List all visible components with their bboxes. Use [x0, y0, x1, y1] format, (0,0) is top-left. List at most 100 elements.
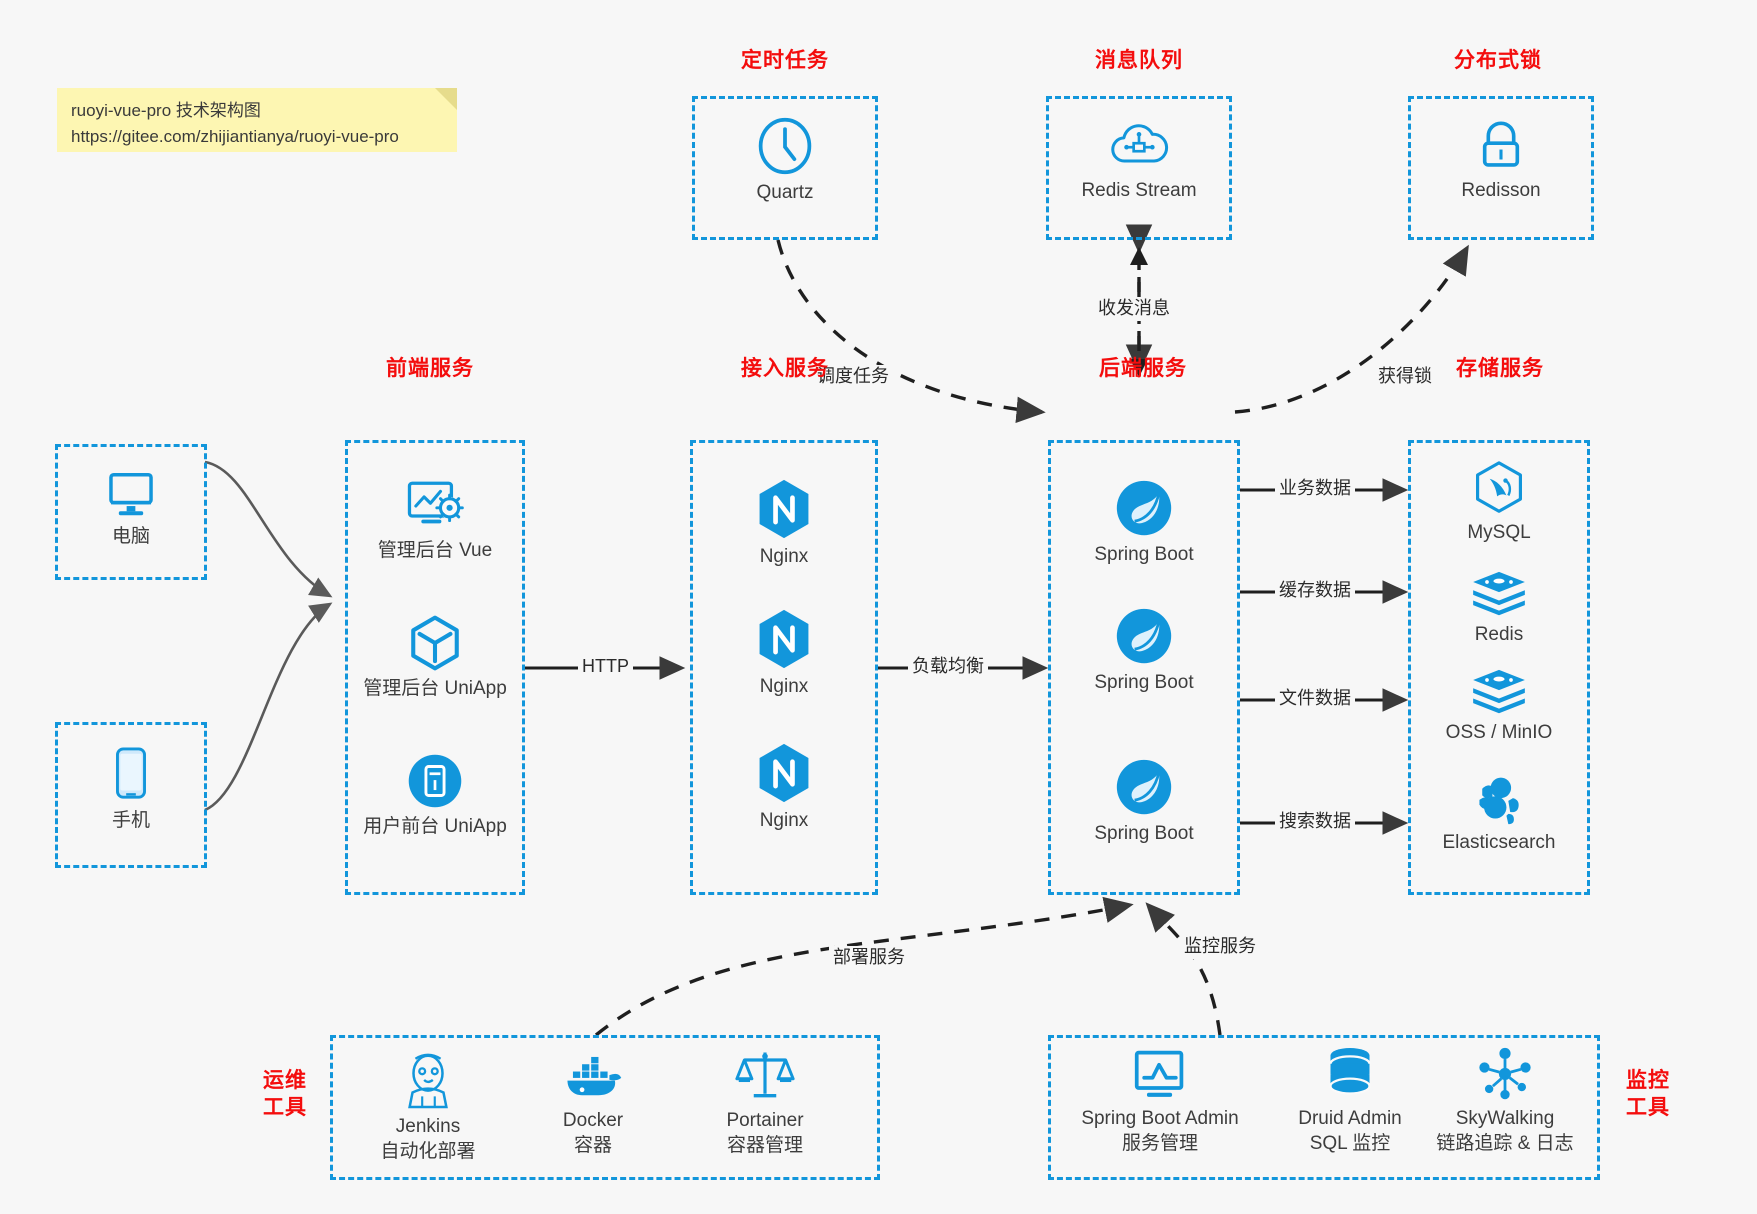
- mobile-app-icon: [408, 754, 462, 808]
- group-title-scheduled-task: 定时任务: [741, 49, 829, 72]
- database-icon: [1329, 1048, 1371, 1095]
- node-nginx-1[interactable]: Nginx: [690, 478, 878, 570]
- node-label: Docker: [562, 1110, 624, 1131]
- edge-label-lock: 获得锁: [1374, 365, 1436, 389]
- group-box-message-queue: [1046, 96, 1232, 240]
- node-label: 用户前台 UniApp: [363, 816, 507, 837]
- group-box-distributed-lock: [1408, 96, 1594, 240]
- node-oss-minio[interactable]: OSS / MinIO: [1408, 668, 1590, 746]
- node-label: Redisson: [1461, 180, 1541, 201]
- node-label: Redis Stream: [1081, 180, 1197, 201]
- nginx-icon: [759, 609, 809, 669]
- group-title-monitor-tools: 监控 工具: [1613, 1068, 1683, 1122]
- group-box-client-desktop: [55, 444, 207, 580]
- monitor-title-line2: 工具: [1626, 1095, 1670, 1119]
- group-box-frontend: [345, 440, 525, 895]
- edge-label-balance: 负载均衡: [908, 655, 988, 679]
- node-spring-boot-1[interactable]: Spring Boot: [1048, 478, 1240, 568]
- node-spring-boot-2[interactable]: Spring Boot: [1048, 606, 1240, 696]
- node-mysql[interactable]: MySQL: [1408, 460, 1590, 546]
- node-desktop[interactable]: 电脑: [55, 466, 207, 550]
- edge-label-cache-data: 缓存数据: [1275, 579, 1355, 603]
- ops-title-line1: 运维: [263, 1069, 307, 1092]
- node-portainer[interactable]: Portainer 容器管理: [680, 1046, 850, 1158]
- node-redis[interactable]: Redis: [1408, 570, 1590, 648]
- jenkins-icon: [408, 1053, 448, 1109]
- clock-icon: [758, 117, 812, 175]
- node-label: Elasticsearch: [1442, 832, 1556, 853]
- node-redisson[interactable]: Redisson: [1408, 116, 1594, 204]
- node-sublabel: SQL 监控: [1309, 1132, 1391, 1154]
- ops-title-line2: 工具: [263, 1095, 307, 1119]
- edge-label-search-data: 搜索数据: [1275, 810, 1355, 834]
- node-docker[interactable]: Docker 容器: [513, 1050, 673, 1158]
- note-title: ruoyi-vue-pro 技术架构图: [71, 101, 261, 120]
- node-quartz[interactable]: Quartz: [692, 116, 878, 206]
- node-elasticsearch[interactable]: Elasticsearch: [1408, 772, 1590, 856]
- group-box-gateway: [690, 440, 878, 895]
- node-label: Nginx: [759, 810, 809, 831]
- node-admin-uniapp[interactable]: 管理后台 UniApp: [345, 614, 525, 702]
- group-title-distributed-lock: 分布式锁: [1454, 49, 1542, 72]
- node-label: Spring Boot: [1094, 823, 1194, 844]
- oss-icon: [1473, 669, 1525, 714]
- node-skywalking[interactable]: SkyWalking 链路追踪 & 日志: [1415, 1046, 1595, 1156]
- node-label: 电脑: [111, 526, 150, 547]
- node-label: Quartz: [756, 182, 814, 203]
- cube-icon: [411, 615, 459, 671]
- group-box-monitor-tools: [1048, 1035, 1600, 1180]
- node-jenkins[interactable]: Jenkins 自动化部署: [348, 1048, 508, 1164]
- node-label: Portainer: [726, 1110, 804, 1131]
- node-label: 手机: [111, 810, 150, 831]
- group-box-storage: [1408, 440, 1590, 895]
- node-sublabel: 自动化部署: [380, 1140, 476, 1162]
- node-user-uniapp[interactable]: 用户前台 UniApp: [345, 752, 525, 840]
- phone-icon: [116, 747, 146, 799]
- nginx-icon: [759, 743, 809, 803]
- cloud-stream-icon: [1111, 124, 1169, 163]
- node-spring-boot-3[interactable]: Spring Boot: [1048, 757, 1240, 847]
- redis-icon: [1473, 571, 1525, 616]
- node-nginx-2[interactable]: Nginx: [690, 608, 878, 700]
- node-label: Spring Boot: [1094, 672, 1194, 693]
- node-nginx-3[interactable]: Nginx: [690, 742, 878, 834]
- node-label: 管理后台 Vue: [377, 540, 493, 561]
- node-label: Redis: [1474, 624, 1524, 645]
- note-fold-corner: [435, 88, 457, 110]
- docker-icon: [567, 1056, 622, 1096]
- node-admin-vue[interactable]: 管理后台 Vue: [345, 478, 525, 564]
- node-spring-boot-admin[interactable]: Spring Boot Admin 服务管理: [1060, 1048, 1260, 1156]
- skywalking-icon: [1479, 1047, 1531, 1100]
- edge-label-file-data: 文件数据: [1275, 687, 1355, 711]
- node-redis-stream[interactable]: Redis Stream: [1046, 116, 1232, 204]
- edge-label-message: 收发消息: [1094, 297, 1174, 321]
- group-title-ops-tools: 运维 工具: [250, 1068, 320, 1122]
- group-box-ops-tools: [330, 1035, 880, 1180]
- edge-label-deploy: 部署服务: [829, 946, 909, 970]
- monitor-title-line1: 监控: [1626, 1069, 1670, 1092]
- dashboard-settings-icon: [407, 481, 464, 524]
- nginx-icon: [759, 479, 809, 539]
- edge-label-biz-data: 业务数据: [1275, 477, 1355, 501]
- group-box-scheduled-task: [692, 96, 878, 240]
- node-phone[interactable]: 手机: [55, 746, 207, 834]
- mysql-icon: [1476, 461, 1522, 513]
- group-title-frontend: 前端服务: [386, 357, 474, 380]
- spring-boot-icon: [1116, 759, 1172, 815]
- elasticsearch-icon: [1479, 777, 1519, 825]
- desktop-icon: [109, 472, 153, 516]
- group-title-storage: 存储服务: [1456, 357, 1544, 380]
- sticky-note: ruoyi-vue-pro 技术架构图 https://gitee.com/zh…: [57, 88, 457, 152]
- node-druid-admin[interactable]: Druid Admin SQL 监控: [1265, 1046, 1435, 1156]
- node-label: Spring Boot Admin: [1081, 1108, 1239, 1129]
- node-sublabel: 链路追踪 & 日志: [1436, 1132, 1574, 1154]
- edge-label-http: HTTP: [578, 655, 633, 679]
- portainer-scales-icon: [735, 1052, 795, 1098]
- edge-label-monitor: 监控服务: [1180, 935, 1260, 959]
- node-sublabel: 容器: [573, 1134, 612, 1156]
- node-label: Nginx: [759, 546, 809, 567]
- node-label: Spring Boot: [1094, 544, 1194, 565]
- group-box-client-phone: [55, 722, 207, 868]
- node-label: OSS / MinIO: [1445, 722, 1553, 743]
- group-title-gateway: 接入服务: [741, 357, 829, 380]
